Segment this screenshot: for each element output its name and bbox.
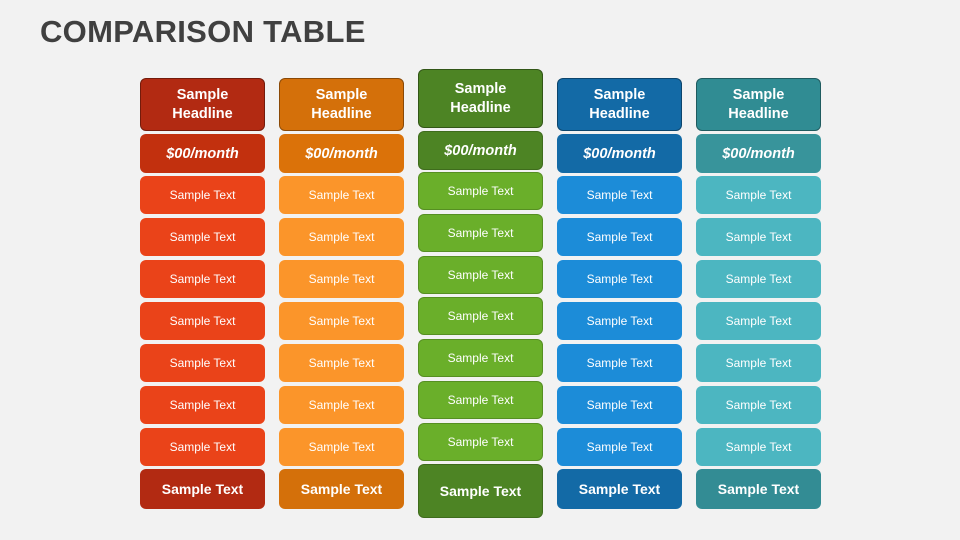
feature-cell: Sample Text	[696, 176, 821, 214]
feature-cell: Sample Text	[140, 302, 265, 340]
feature-cell: Sample Text	[418, 339, 543, 377]
plan-headline: Sample Headline	[418, 69, 543, 128]
feature-cell: Sample Text	[418, 213, 543, 252]
plan-price: $00/month	[140, 134, 265, 173]
plan-headline: Sample Headline	[279, 78, 404, 131]
feature-cell: Sample Text	[279, 344, 404, 382]
feature-cell: Sample Text	[140, 386, 265, 424]
plan-footer: Sample Text	[140, 469, 265, 509]
feature-cell: Sample Text	[696, 260, 821, 298]
feature-cell: Sample Text	[140, 260, 265, 298]
feature-cell: Sample Text	[279, 428, 404, 466]
feature-cell: Sample Text	[418, 172, 543, 210]
feature-cell: Sample Text	[279, 218, 404, 256]
feature-cell: Sample Text	[279, 386, 404, 424]
feature-cell: Sample Text	[418, 422, 543, 461]
feature-cell: Sample Text	[140, 344, 265, 382]
plan-price: $00/month	[696, 134, 821, 173]
plan-headline: Sample Headline	[696, 78, 821, 131]
feature-cell: Sample Text	[557, 428, 682, 466]
feature-cell: Sample Text	[696, 302, 821, 340]
plan-price: $00/month	[418, 131, 543, 170]
feature-cell: Sample Text	[696, 218, 821, 256]
feature-cell: Sample Text	[279, 302, 404, 340]
feature-cell: Sample Text	[557, 176, 682, 214]
feature-cell: Sample Text	[418, 255, 543, 294]
feature-cell: Sample Text	[557, 386, 682, 424]
plan-footer: Sample Text	[418, 464, 543, 518]
plan-footer: Sample Text	[557, 469, 682, 509]
feature-cell: Sample Text	[140, 176, 265, 214]
plan-headline: Sample Headline	[140, 78, 265, 131]
page-title: COMPARISON TABLE	[40, 14, 366, 49]
feature-cell: Sample Text	[418, 297, 543, 336]
feature-cell: Sample Text	[140, 428, 265, 466]
plan-price: $00/month	[557, 134, 682, 173]
feature-cell: Sample Text	[279, 260, 404, 298]
plan-price: $00/month	[279, 134, 404, 173]
feature-cell: Sample Text	[557, 260, 682, 298]
feature-cell: Sample Text	[140, 218, 265, 256]
feature-cell: Sample Text	[557, 344, 682, 382]
feature-cell: Sample Text	[696, 428, 821, 466]
plan-footer: Sample Text	[279, 469, 404, 509]
feature-cell: Sample Text	[418, 380, 543, 419]
feature-cell: Sample Text	[557, 218, 682, 256]
plan-headline: Sample Headline	[557, 78, 682, 131]
feature-cell: Sample Text	[696, 344, 821, 382]
feature-cell: Sample Text	[279, 176, 404, 214]
plan-footer: Sample Text	[696, 469, 821, 509]
feature-cell: Sample Text	[557, 302, 682, 340]
feature-cell: Sample Text	[696, 386, 821, 424]
